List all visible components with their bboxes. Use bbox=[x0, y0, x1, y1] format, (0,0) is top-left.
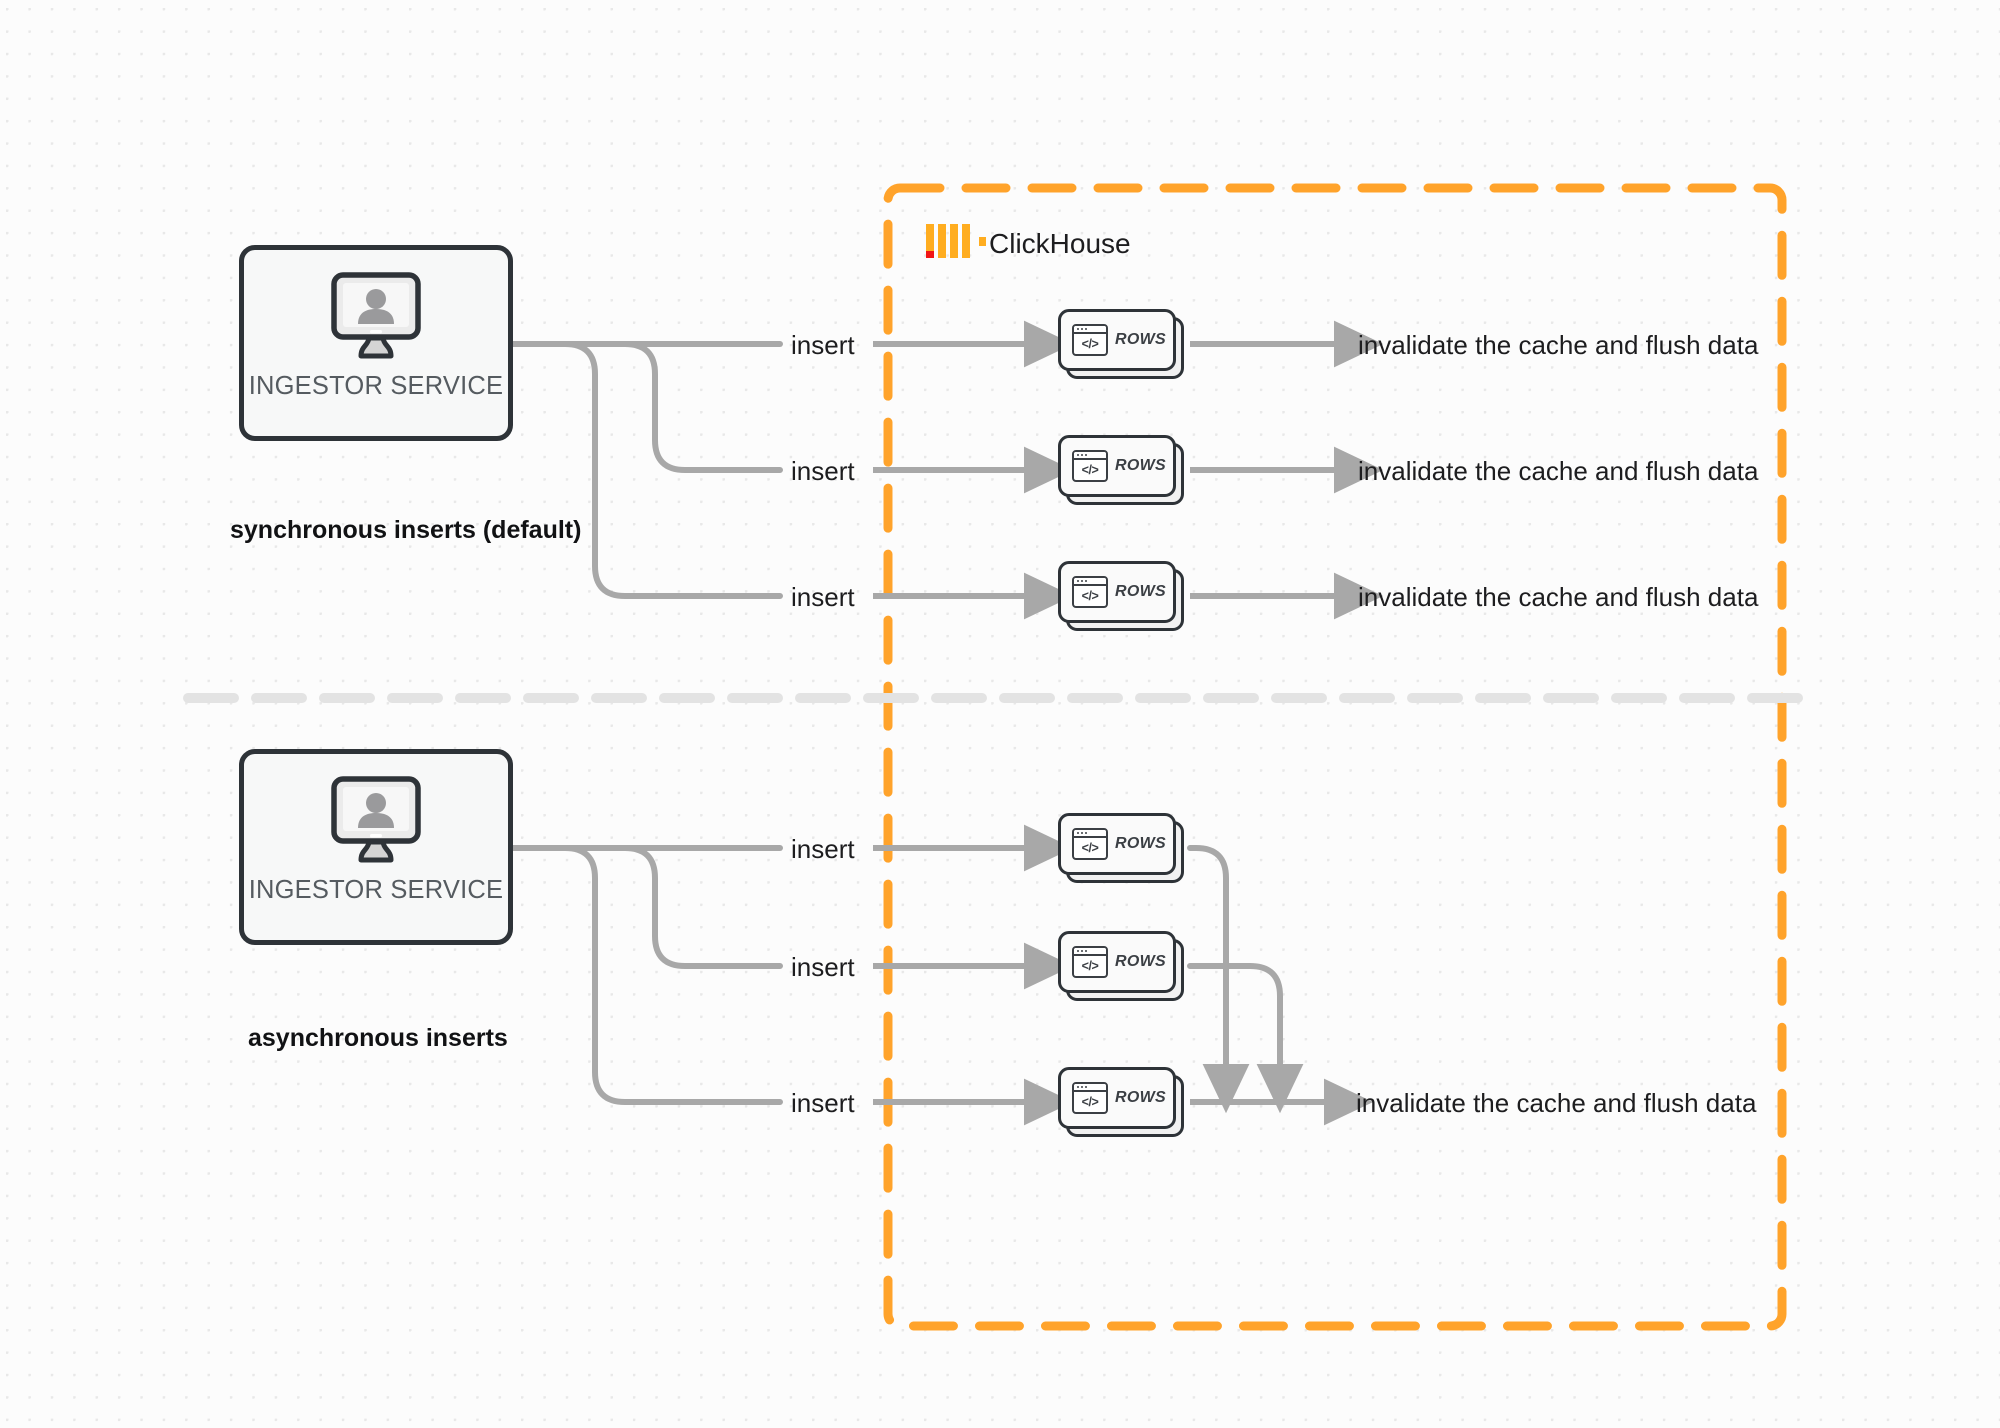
section-caption-asynchronous: asynchronous inserts bbox=[248, 1024, 508, 1052]
sidebar-node-ingestor-service-async[interactable]: INGESTOR SERVICE bbox=[239, 749, 513, 945]
code-window-icon: </> bbox=[1072, 324, 1108, 356]
result-label-sync-2: invalidate the cache and flush data bbox=[1358, 456, 1759, 486]
result-label-async-merged: invalidate the cache and flush data bbox=[1356, 1088, 1757, 1118]
insert-label-async-2: insert bbox=[791, 952, 855, 982]
result-label-sync-3: invalidate the cache and flush data bbox=[1358, 582, 1759, 612]
rows-card-front: </> ROWS bbox=[1058, 561, 1176, 623]
ingestor-service-label: INGESTOR SERVICE bbox=[248, 372, 504, 400]
ingestor-service-label: INGESTOR SERVICE bbox=[248, 876, 504, 904]
code-window-icon: </> bbox=[1072, 576, 1108, 608]
section-caption-synchronous: synchronous inserts (default) bbox=[230, 516, 582, 544]
async-merge-edges bbox=[1187, 845, 1304, 1114]
rows-card-label: ROWS bbox=[1115, 835, 1166, 852]
rows-card-label: ROWS bbox=[1115, 457, 1166, 474]
monitor-user-icon bbox=[328, 272, 424, 360]
rows-card-async-1[interactable]: </> ROWS bbox=[1058, 813, 1184, 883]
rows-card-async-2[interactable]: </> ROWS bbox=[1058, 931, 1184, 1001]
rows-card-sync-3[interactable]: </> ROWS bbox=[1058, 561, 1184, 631]
rows-card-front: </> ROWS bbox=[1058, 813, 1176, 875]
rows-card-sync-1[interactable]: </> ROWS bbox=[1058, 309, 1184, 379]
sync-branch-edges bbox=[510, 341, 783, 599]
code-window-icon: </> bbox=[1072, 828, 1108, 860]
clickhouse-boundary-rect bbox=[883, 183, 1787, 1331]
insert-label-async-1: insert bbox=[791, 834, 855, 864]
rows-card-label: ROWS bbox=[1115, 583, 1166, 600]
rows-card-front: </> ROWS bbox=[1058, 309, 1176, 371]
code-window-icon: </> bbox=[1072, 946, 1108, 978]
rows-card-label: ROWS bbox=[1115, 1089, 1166, 1106]
insert-label-async-3: insert bbox=[791, 1088, 855, 1118]
rows-card-async-3[interactable]: </> ROWS bbox=[1058, 1067, 1184, 1137]
rows-card-sync-2[interactable]: </> ROWS bbox=[1058, 435, 1184, 505]
async-branch-edges bbox=[510, 845, 783, 1105]
async-insert-arrows bbox=[873, 824, 1074, 1126]
insert-label-sync-2: insert bbox=[791, 456, 855, 486]
result-label-sync-1: invalidate the cache and flush data bbox=[1358, 330, 1759, 360]
monitor-user-icon bbox=[328, 776, 424, 864]
rows-card-label: ROWS bbox=[1115, 953, 1166, 970]
sync-insert-arrows bbox=[873, 320, 1074, 620]
rows-card-front: </> ROWS bbox=[1058, 1067, 1176, 1129]
code-window-icon: </> bbox=[1072, 1082, 1108, 1114]
clickhouse-logo-icon bbox=[926, 224, 986, 258]
rows-card-label: ROWS bbox=[1115, 331, 1166, 348]
clickhouse-group-title: ClickHouse bbox=[989, 228, 1131, 259]
rows-card-front: </> ROWS bbox=[1058, 931, 1176, 993]
insert-label-sync-3: insert bbox=[791, 582, 855, 612]
insert-label-sync-1: insert bbox=[791, 330, 855, 360]
rows-card-front: </> ROWS bbox=[1058, 435, 1176, 497]
sync-result-arrows bbox=[1190, 320, 1384, 620]
sidebar-node-ingestor-service-sync[interactable]: INGESTOR SERVICE bbox=[239, 245, 513, 441]
code-window-icon: </> bbox=[1072, 450, 1108, 482]
